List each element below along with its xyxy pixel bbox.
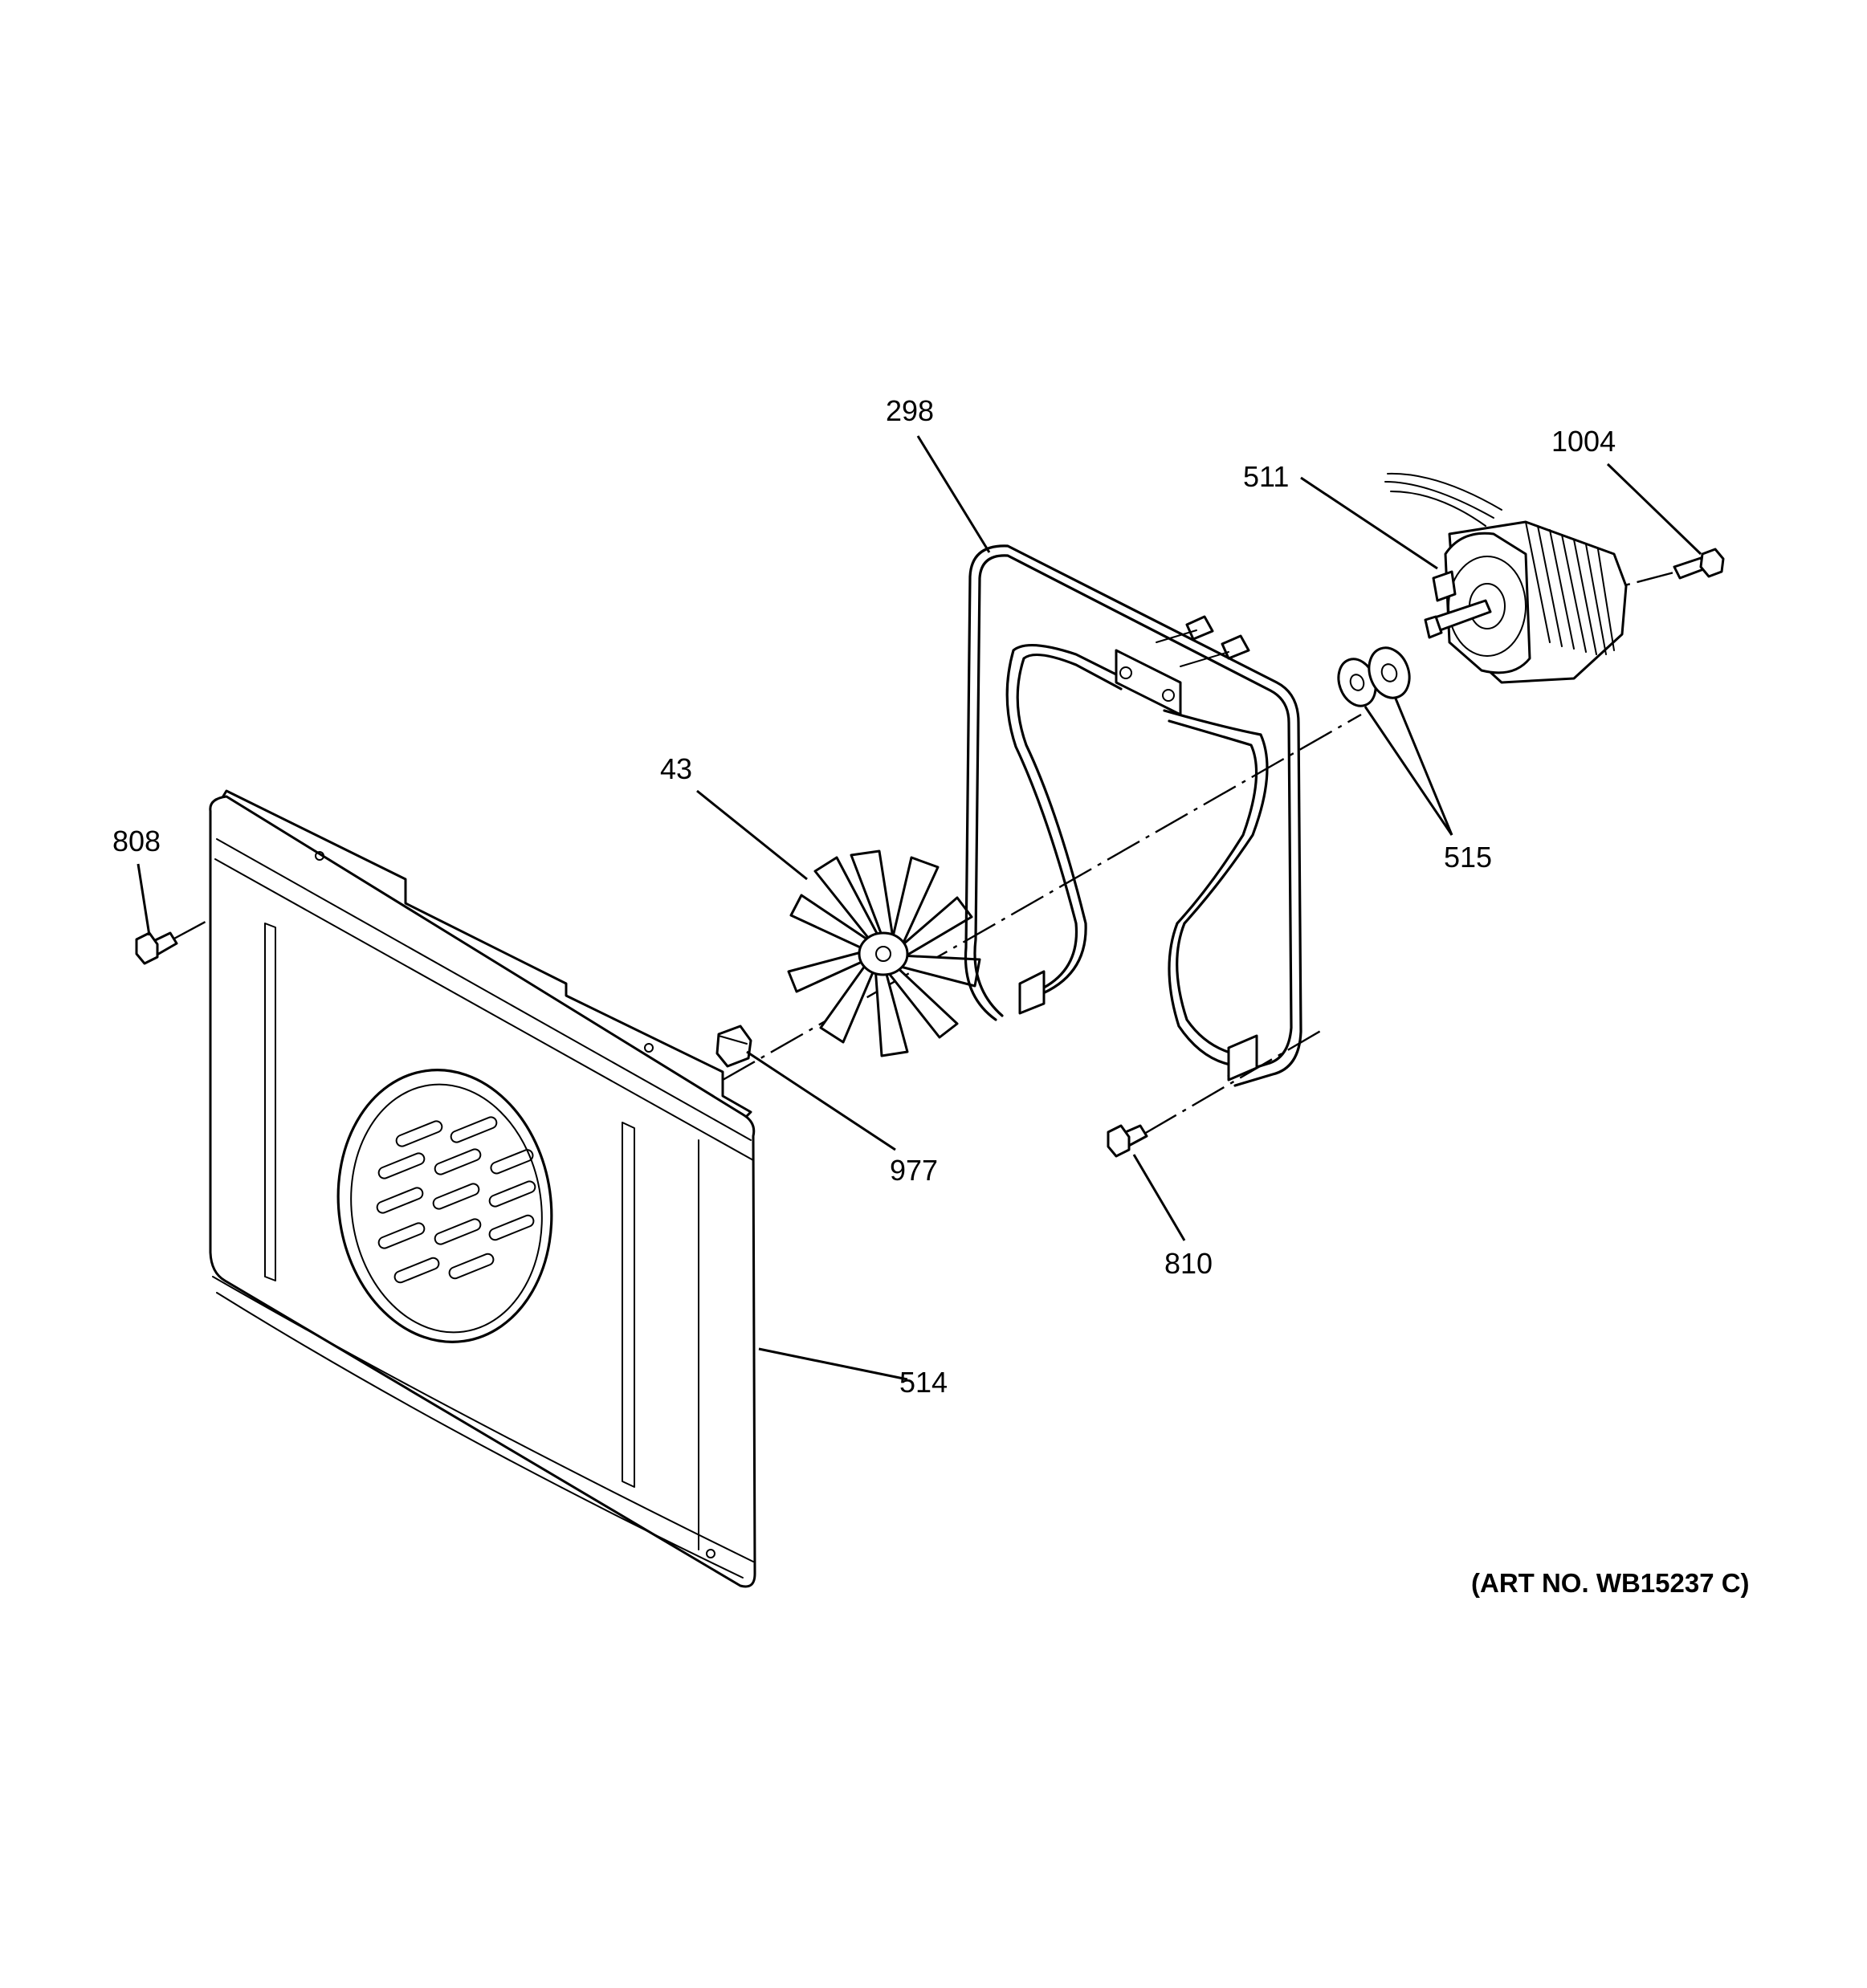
screw-810-axis [1143,1028,1324,1135]
callout-43: 43 [660,752,692,785]
callout-511: 511 [1243,460,1289,493]
callout-810: 810 [1164,1247,1213,1280]
callout-808: 808 [112,825,161,858]
fan-motor-icon [1384,472,1628,684]
callout-514: 514 [899,1366,948,1399]
bake-element-icon [964,544,1302,1087]
nut-icon [715,1025,752,1068]
callout-977: 977 [890,1154,938,1187]
callout-298: 298 [886,394,934,427]
callout-515: 515 [1444,841,1492,874]
callout-1004: 1004 [1551,425,1616,458]
washer-icon [1337,646,1411,707]
screw-icon [1107,1124,1148,1158]
assembly-axis [722,713,1362,1082]
screw-icon [135,931,178,965]
art-number-label: (ART NO. WB15237 C) [1471,1568,1750,1598]
fan-blade-icon [787,849,981,1057]
fan-cover-panel-icon [209,789,756,1588]
screw-icon [1673,548,1725,580]
leader-lines [137,435,1702,1381]
